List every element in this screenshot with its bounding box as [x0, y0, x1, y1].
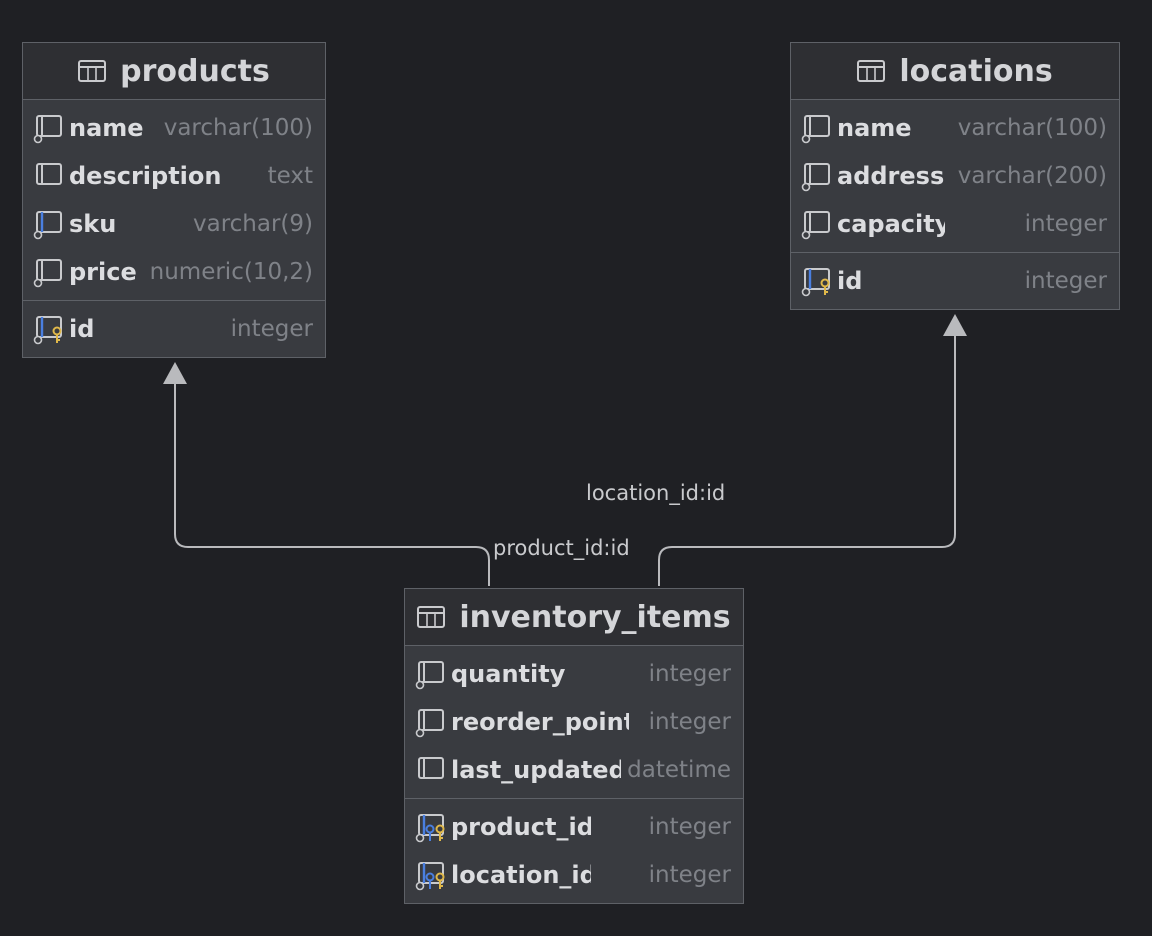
column-name: product_id [451, 813, 591, 841]
column-name: capacity [837, 210, 945, 238]
column-type: integer [1024, 211, 1107, 237]
table-inventory-items[interactable]: inventory_items quantity integer reorder… [404, 588, 744, 904]
column-type: varchar(200) [957, 163, 1107, 189]
column-row[interactable]: reorder_point integer [405, 698, 743, 746]
column-name: description [69, 162, 222, 190]
column-list: quantity integer reorder_point integer l… [405, 646, 743, 798]
edge-product-arrowhead [163, 362, 187, 384]
table-header[interactable]: locations [791, 43, 1119, 100]
column-type: varchar(9) [192, 211, 313, 237]
column-icon [36, 163, 62, 185]
key-list: id integer [23, 300, 325, 357]
column-notnull-icon [33, 259, 62, 288]
table-icon [78, 60, 107, 82]
column-type: integer [648, 661, 731, 687]
table-locations[interactable]: locations name varchar(100) address [790, 42, 1120, 310]
column-name: quantity [451, 660, 566, 688]
key-list: id integer [791, 252, 1119, 309]
table-header[interactable]: products [23, 43, 325, 100]
column-type: datetime [627, 757, 731, 783]
column-row[interactable]: name varchar(100) [23, 104, 325, 152]
table-title: inventory_items [459, 599, 731, 635]
column-row[interactable]: capacity integer [791, 200, 1119, 248]
column-type: integer [1024, 268, 1107, 294]
column-row[interactable]: location_id integer [405, 851, 743, 899]
column-type: integer [648, 862, 731, 888]
column-type: integer [648, 709, 731, 735]
column-name: last_updated [451, 756, 621, 784]
column-name: name [69, 114, 144, 142]
column-list: name varchar(100) address varchar(200) [791, 100, 1119, 252]
table-title: locations [899, 53, 1053, 89]
column-list: name varchar(100) description text sku v… [23, 100, 325, 300]
column-row[interactable]: price numeric(10,2) [23, 248, 325, 296]
column-row[interactable]: id integer [791, 257, 1119, 305]
table-title: products [120, 53, 270, 89]
relation-label-product[interactable]: product_id:id [493, 536, 630, 560]
relation-label-location[interactable]: location_id:id [586, 481, 726, 505]
column-row[interactable]: description text [23, 152, 325, 200]
primary-key-icon [801, 268, 830, 297]
column-type: numeric(10,2) [149, 259, 313, 285]
foreign-key-icon [415, 814, 445, 843]
column-icon [418, 757, 444, 779]
column-notnull-icon [801, 211, 830, 240]
edge-product [174, 382, 490, 586]
column-notnull-icon [415, 661, 444, 690]
column-row[interactable]: sku varchar(9) [23, 200, 325, 248]
column-type: varchar(100) [163, 115, 313, 141]
column-name: reorder_point [451, 708, 629, 736]
table-icon [417, 606, 446, 628]
column-name: address [837, 162, 945, 190]
column-name: sku [69, 210, 117, 238]
foreign-key-icon [415, 862, 445, 891]
table-products[interactable]: products name varchar(100) description t… [22, 42, 326, 358]
column-name: id [69, 315, 95, 343]
edge-location [658, 335, 956, 586]
column-notnull-icon [801, 115, 830, 144]
column-row[interactable]: last_updated datetime [405, 746, 743, 794]
column-row[interactable]: product_id integer [405, 803, 743, 851]
column-row[interactable]: id integer [23, 305, 325, 353]
table-header[interactable]: inventory_items [405, 589, 743, 646]
column-row[interactable]: quantity integer [405, 650, 743, 698]
column-notnull-icon [33, 115, 62, 144]
column-type: text [267, 163, 313, 189]
column-type: varchar(100) [957, 115, 1107, 141]
table-icon [857, 60, 886, 82]
key-list: product_id integer location_id integer [405, 798, 743, 903]
column-unique-icon [33, 211, 62, 240]
column-notnull-icon [801, 163, 830, 192]
column-row[interactable]: address varchar(200) [791, 152, 1119, 200]
column-type: integer [648, 814, 731, 840]
column-name: location_id [451, 861, 591, 889]
edge-location-arrowhead [943, 314, 967, 336]
primary-key-icon [33, 316, 62, 345]
column-name: price [69, 258, 137, 286]
column-type: integer [230, 316, 313, 342]
column-row[interactable]: name varchar(100) [791, 104, 1119, 152]
column-name: name [837, 114, 912, 142]
column-name: id [837, 267, 863, 295]
column-notnull-icon [415, 709, 444, 738]
